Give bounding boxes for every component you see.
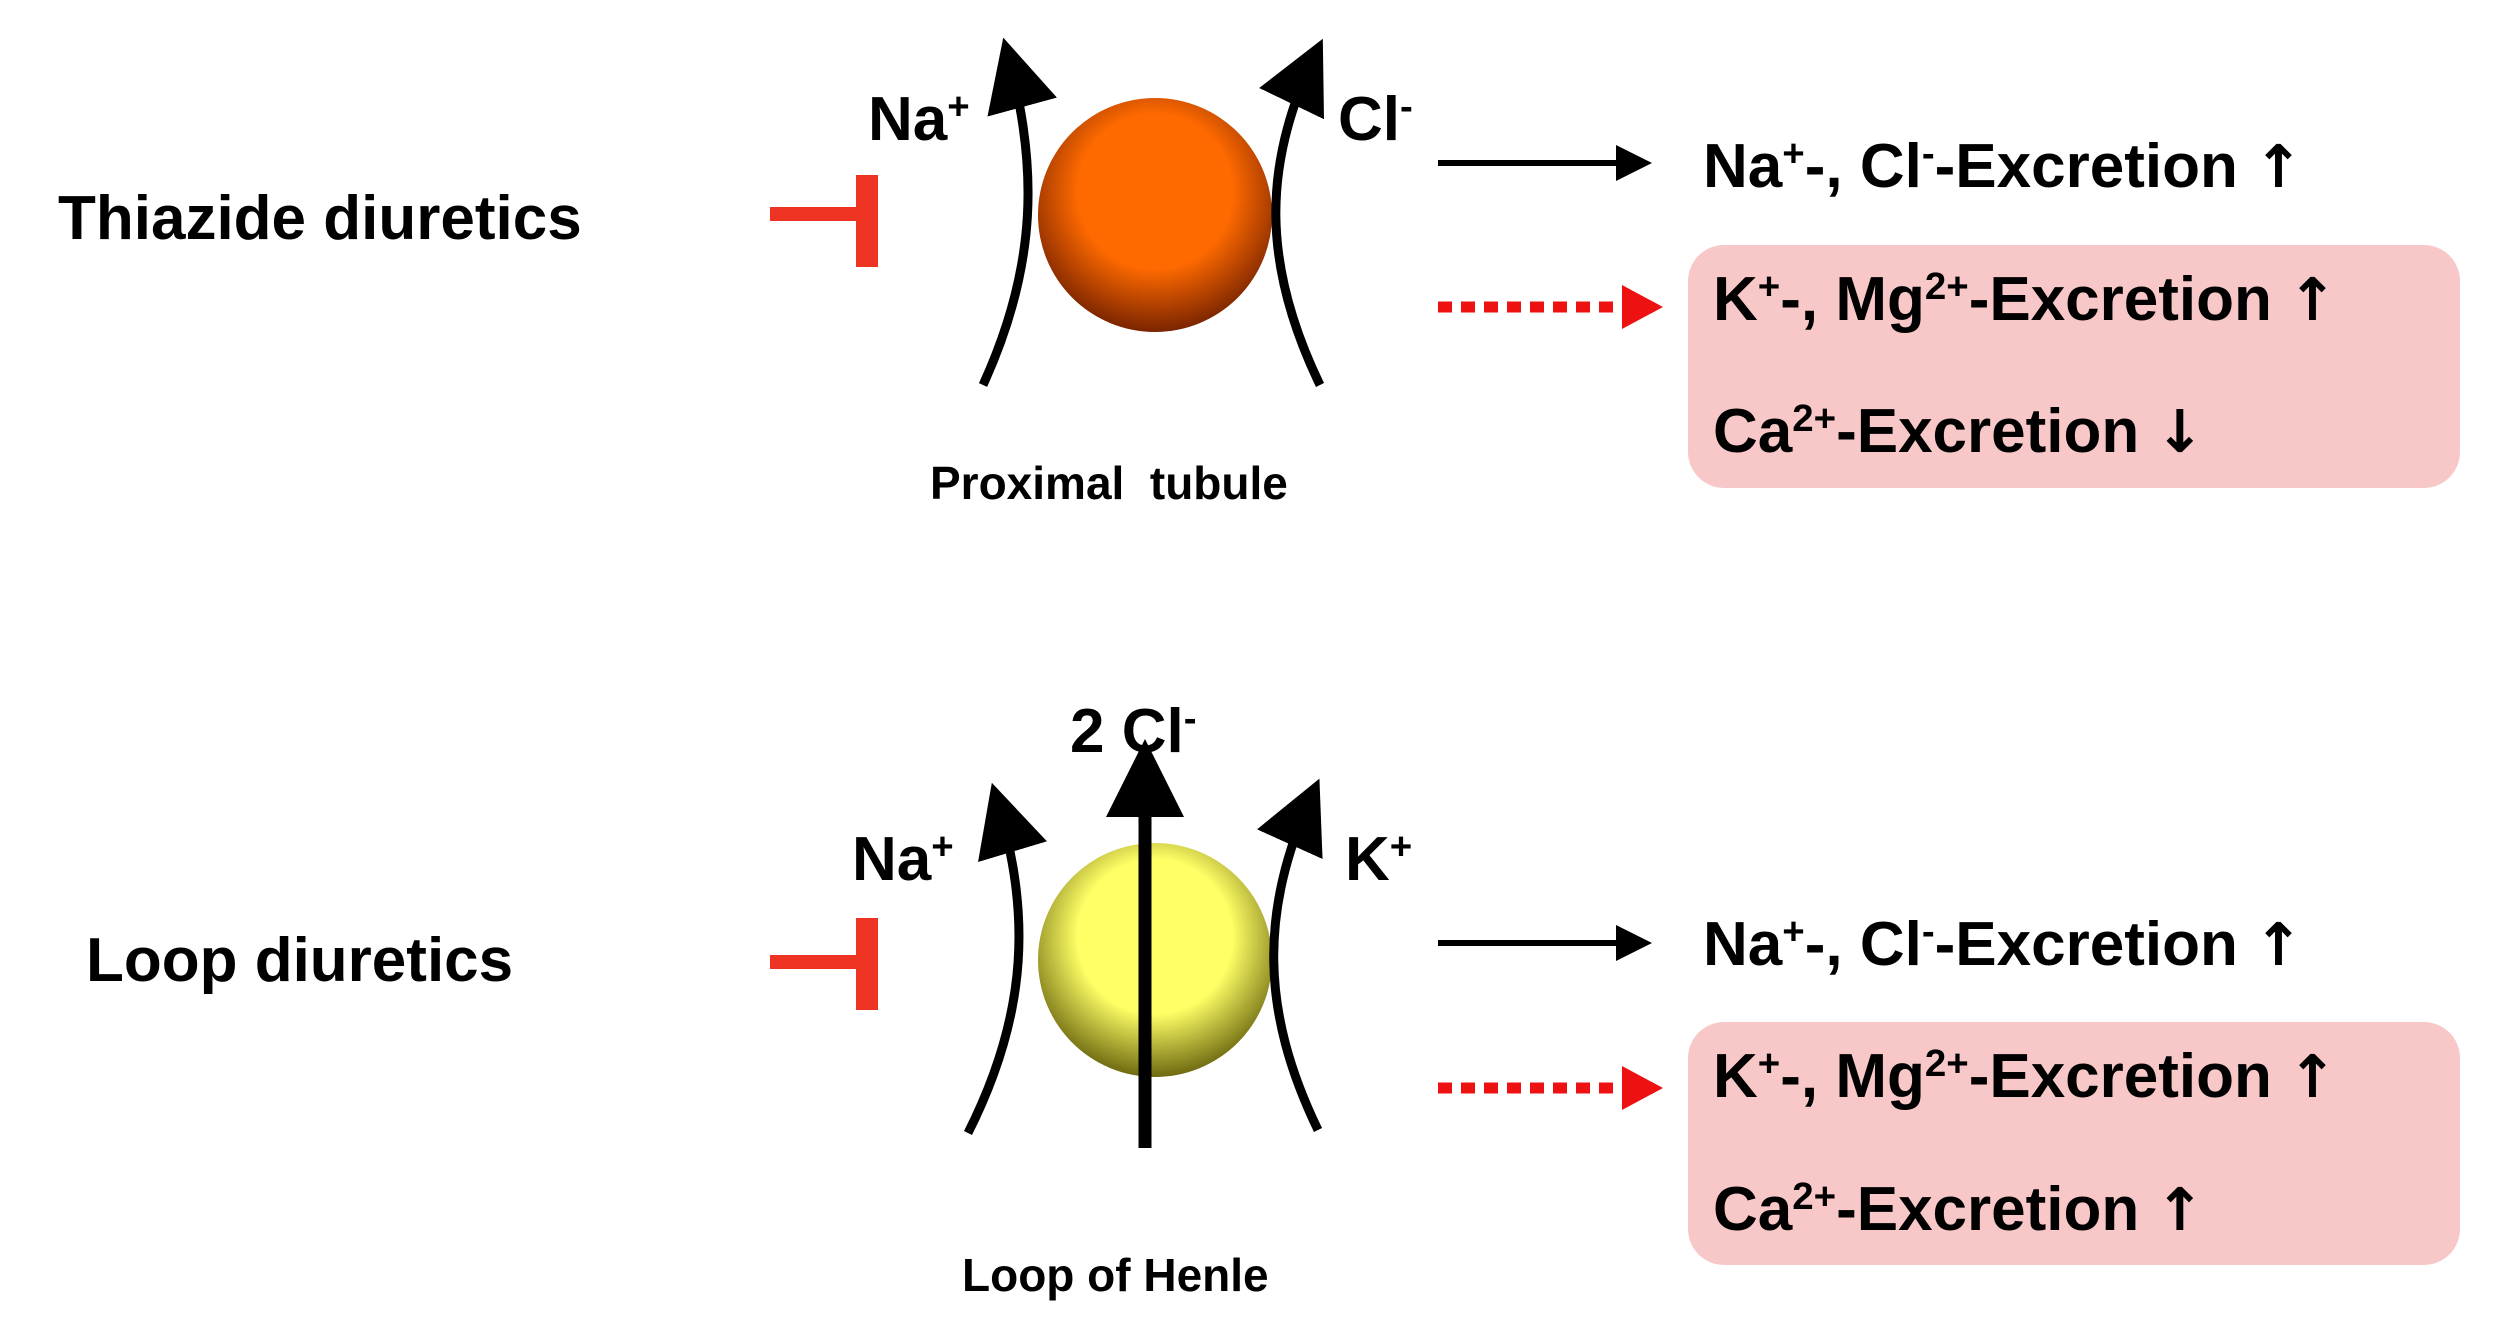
inhibitor-symbol [770,175,878,267]
increase-arrow: ↑ [2287,265,2338,335]
panel-loop [770,739,1663,1148]
na-transport-arrow [978,37,1057,387]
secondary-effect-text-k-mg: K+-, Mg2+-Excretion↑ [1713,1042,2338,1112]
increase-arrow: ↑ [2253,132,2304,202]
drug-label-thiazide: Thiazide diuretics [58,184,582,253]
site-label-proximal-tubule: Proximal tubule [930,457,1288,509]
increase-arrow: ↑ [2287,1042,2338,1112]
transporter-sphere [1038,98,1272,332]
secondary-effect-text-k-mg: K+-, Mg2+-Excretion↑ [1713,265,2338,335]
increase-arrow: ↑ [2155,1175,2205,1245]
inhibitor-symbol [770,918,878,1010]
secondary-effect-text-ca: Ca2+-Excretion↑ [1713,1175,2205,1245]
increase-arrow: ↑ [2253,910,2304,980]
cl-transport-arrow [1259,38,1325,387]
secondary-effect-arrow [1438,285,1663,329]
ion-label-k: K+ [1345,825,1413,895]
drug-label-loop: Loop diuretics [86,926,514,995]
effect-box-loop [1688,1022,2460,1265]
decrease-arrow: ↓ [2155,397,2205,467]
ion-label-na: Na+ [852,825,954,895]
site-label-loop-of-henle: Loop of Henle [962,1249,1269,1301]
main-effect-text: Na+-, Cl--Excretion↑ [1703,910,2304,980]
secondary-effect-text-ca: Ca2+-Excretion↓ [1713,397,2205,467]
k-transport-arrow [1256,778,1323,1132]
transporter-sphere [1038,843,1272,1077]
ion-label-cl: Cl- [1338,85,1413,155]
panel-thiazide [770,37,1663,387]
main-effect-text: Na+-, Cl--Excretion↑ [1703,132,2304,202]
secondary-effect-arrow [1438,1066,1663,1110]
ion-label-2cl: 2 Cl- [1070,697,1197,767]
na-transport-arrow [963,782,1047,1136]
effect-box-thiazide [1688,245,2460,488]
ion-label-na: Na+ [868,85,970,155]
